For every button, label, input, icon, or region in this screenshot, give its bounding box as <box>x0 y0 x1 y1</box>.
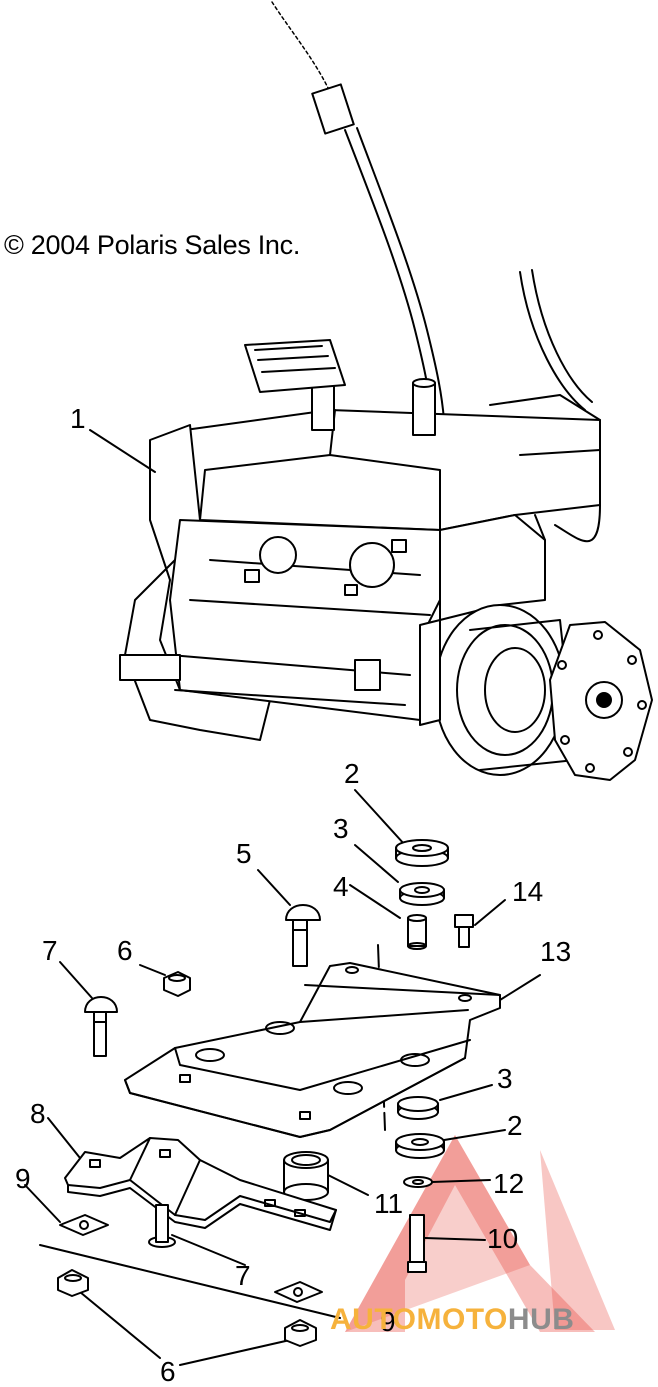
callout-12: 12 <box>493 1168 525 1199</box>
callout-9-lower: 9 <box>380 1306 396 1337</box>
callout-10: 10 <box>487 1223 519 1254</box>
bolt-14 <box>454 914 474 948</box>
callout-3-lower: 3 <box>497 1063 513 1094</box>
callout-7-upper: 7 <box>42 935 58 966</box>
carriage-bolt-5 <box>285 904 321 967</box>
watermark-text-part1: AUTOMOTO <box>330 1303 508 1336</box>
callout-1: 1 <box>70 403 86 434</box>
grommet-2 <box>395 839 449 867</box>
grommet-3 <box>399 882 445 906</box>
watermark-text-part2: HUB <box>507 1303 575 1336</box>
callout-14: 14 <box>512 876 544 907</box>
callout-6-lower: 6 <box>160 1356 176 1387</box>
bolt-7-lower <box>148 1204 176 1248</box>
nut-6-lower-right <box>284 1319 317 1347</box>
washer-12 <box>403 1176 433 1188</box>
spacer-4 <box>407 914 427 950</box>
bushing-11 <box>283 1151 329 1201</box>
callout-2: 2 <box>344 758 360 789</box>
callout-13: 13 <box>540 936 572 967</box>
watermark-text: AUTOMOTOHUB <box>330 1303 574 1337</box>
pad-9-lower <box>274 1281 323 1303</box>
watermark-logo <box>345 1135 615 1332</box>
callout-11: 11 <box>374 1188 404 1219</box>
callout-3: 3 <box>333 813 349 844</box>
copyright-notice: © 2004 Polaris Sales Inc. <box>4 230 301 260</box>
carriage-bolt-7-upper <box>84 996 118 1057</box>
callout-2-lower: 2 <box>507 1110 523 1141</box>
bolt-10 <box>407 1214 427 1273</box>
callout-5: 5 <box>236 838 252 869</box>
nut-6-upper <box>163 971 191 997</box>
bracket-8 <box>64 1137 337 1231</box>
grommet-2-lower <box>395 1133 445 1159</box>
callout-4: 4 <box>333 871 349 902</box>
callout-9-upper: 9 <box>15 1163 31 1194</box>
callout-6-upper: 6 <box>117 935 133 966</box>
mount-plate-13 <box>124 962 501 1138</box>
callout-8: 8 <box>30 1098 46 1129</box>
grommet-3-lower <box>397 1096 439 1120</box>
pad-9-upper <box>59 1214 109 1236</box>
engine-assembly <box>119 339 653 781</box>
callout-7-lower: 7 <box>235 1260 251 1291</box>
nut-6-lower-left <box>57 1269 89 1297</box>
